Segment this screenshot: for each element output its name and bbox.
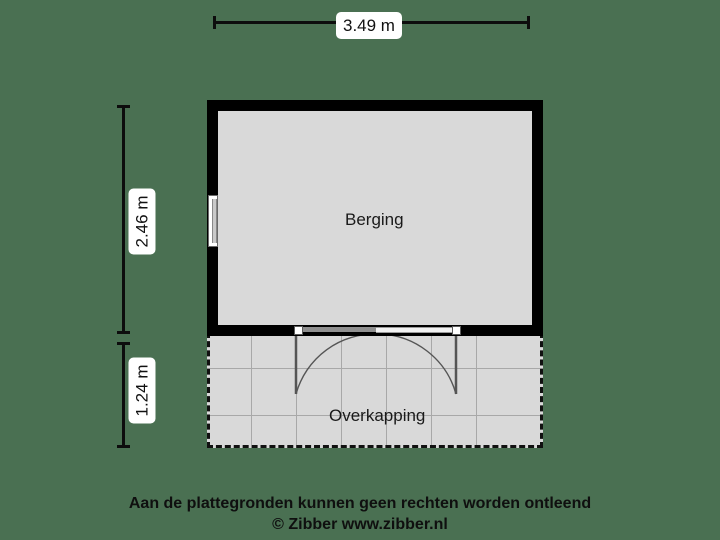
door-swing-arc-left — [295, 333, 379, 395]
dimension-height-lower-cap-bottom — [117, 445, 130, 448]
tile-gridline — [210, 415, 540, 416]
door-jamb-right — [452, 326, 461, 335]
tile-gridline — [251, 335, 252, 445]
caption: Aan de plattegronden kunnen geen rechten… — [0, 493, 720, 535]
tile-gridline — [431, 335, 432, 445]
window — [208, 195, 218, 247]
dimension-height-lower-label: 1.24 m — [127, 357, 155, 424]
door-jamb-left — [294, 326, 303, 335]
dimension-width-cap-left — [213, 16, 216, 29]
dimension-height-upper-cap-bottom — [117, 331, 130, 334]
dimension-height-upper-line — [122, 105, 125, 334]
dimension-width-label: 3.49 m — [336, 12, 402, 39]
dimension-height-lower-cap-top — [117, 342, 130, 345]
tile-gridline — [476, 335, 477, 445]
window-pane — [211, 199, 217, 243]
room-label-overkapping: Overkapping — [329, 406, 426, 425]
room-label-berging: Berging — [345, 210, 404, 229]
door-header-light — [376, 327, 460, 333]
dimension-height-lower-line — [122, 342, 125, 448]
room-berging — [218, 111, 532, 325]
tile-gridline — [210, 368, 540, 369]
dimension-width-cap-right — [527, 16, 530, 29]
door-swing-arc-right — [377, 333, 457, 395]
caption-line-2: © Zibber www.zibber.nl — [272, 516, 448, 533]
tile-gridline — [341, 335, 342, 445]
dimension-height-upper-label: 2.46 m — [127, 188, 155, 255]
dimension-height-upper-cap-top — [117, 105, 130, 108]
tile-gridline — [386, 335, 387, 445]
caption-line-1: Aan de plattegronden kunnen geen rechten… — [128, 495, 592, 512]
